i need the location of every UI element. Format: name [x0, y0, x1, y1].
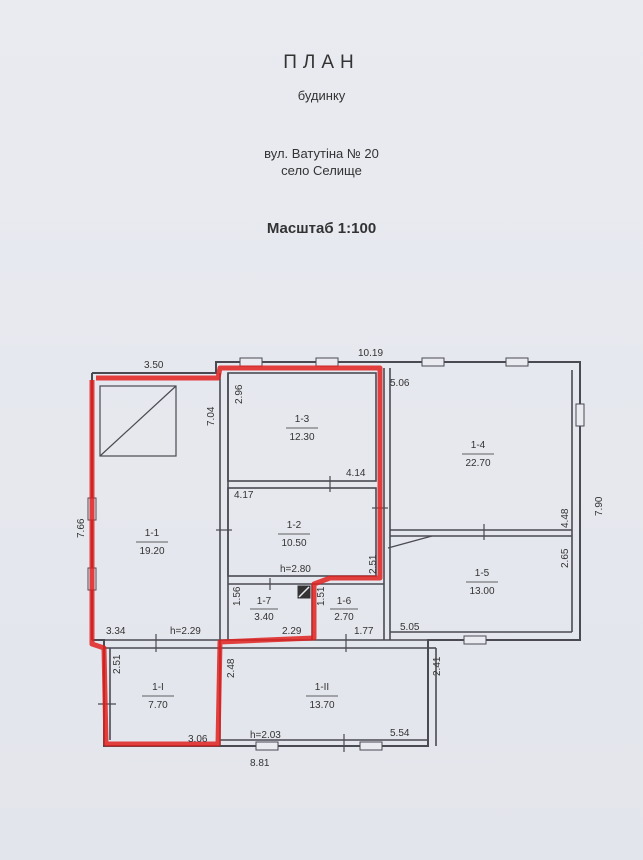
dim-label: h=2.03: [250, 730, 281, 741]
window-mark: [421, 357, 445, 367]
dim-label: 5.05: [400, 622, 420, 633]
dim-label: 8.81: [250, 758, 270, 769]
address-village: село Селище: [281, 163, 362, 178]
room-id: 1-4: [471, 440, 486, 451]
room-id: 1-I: [152, 682, 164, 693]
window-mark: [359, 741, 383, 751]
dim-label: 2.48: [226, 658, 237, 678]
dim-label: 2.65: [560, 548, 571, 568]
document-title: ПЛАН: [283, 52, 360, 73]
dim-label: 2.41: [432, 656, 443, 676]
window-mark: [505, 357, 529, 367]
dim-label: 7.04: [206, 406, 217, 426]
dimension-labels: 3.50 10.19 5.06 4.14 4.17 h=2.80 3.34 h=…: [76, 348, 605, 769]
highlight-outline: [89, 365, 383, 747]
dim-label: 1.77: [354, 626, 374, 637]
room-area: 13.70: [309, 700, 334, 711]
window-mark: [239, 357, 263, 367]
stove-icon: [297, 585, 311, 599]
room-id: 1-2: [287, 520, 302, 531]
dim-label: h=2.80: [280, 564, 311, 575]
room-area: 13.00: [469, 586, 494, 597]
dim-label: 3.06: [188, 734, 208, 745]
dim-label: 4.48: [560, 508, 571, 528]
room-id: 1-II: [315, 682, 329, 693]
document-subtitle: будинку: [297, 88, 346, 103]
room-id: 1-6: [337, 596, 352, 607]
room-area: 12.30: [289, 432, 314, 443]
dim-label: 1.56: [232, 586, 243, 606]
interior-walls: [103, 368, 580, 746]
room-labels: 1-3 12.30 1-4 22.70 1-1 19.20 1-2 10.50 …: [136, 414, 498, 711]
scale-label: Масштаб 1:100: [266, 220, 377, 237]
dim-label: 3.50: [144, 360, 164, 371]
dim-label: 1.51: [316, 586, 327, 606]
window-mark: [255, 741, 279, 751]
room-id: 1-3: [295, 414, 310, 425]
dim-label: 7.90: [594, 496, 605, 516]
room-area: 2.70: [334, 612, 354, 623]
dim-label: 5.06: [390, 378, 410, 389]
room-area: 19.20: [139, 546, 164, 557]
dim-label: h=2.29: [170, 626, 201, 637]
dim-label: 4.17: [234, 490, 254, 501]
room-id: 1-7: [257, 596, 272, 607]
outer-walls: [91, 361, 581, 747]
dim-label: 7.66: [76, 518, 87, 538]
dim-label: 2.51: [112, 654, 123, 674]
dim-label: 3.34: [106, 626, 126, 637]
room-id: 1-5: [475, 568, 490, 579]
dim-label: 2.51: [368, 554, 379, 574]
dim-label: 10.19: [358, 348, 383, 359]
room-id: 1-1: [145, 528, 160, 539]
window-mark: [463, 635, 487, 645]
address-street: вул. Ватутіна № 20: [264, 146, 379, 161]
dim-label: 4.14: [346, 468, 366, 479]
window-mark: [315, 357, 339, 367]
room-area: 3.40: [254, 612, 274, 623]
room-area: 10.50: [281, 538, 306, 549]
dim-label: 2.29: [282, 626, 302, 637]
window-mark: [575, 403, 585, 427]
staircase: [99, 385, 177, 457]
room-area: 22.70: [465, 458, 490, 469]
room-area: 7.70: [148, 700, 168, 711]
dim-label: 5.54: [390, 728, 410, 739]
dim-label: 2.96: [234, 384, 245, 404]
